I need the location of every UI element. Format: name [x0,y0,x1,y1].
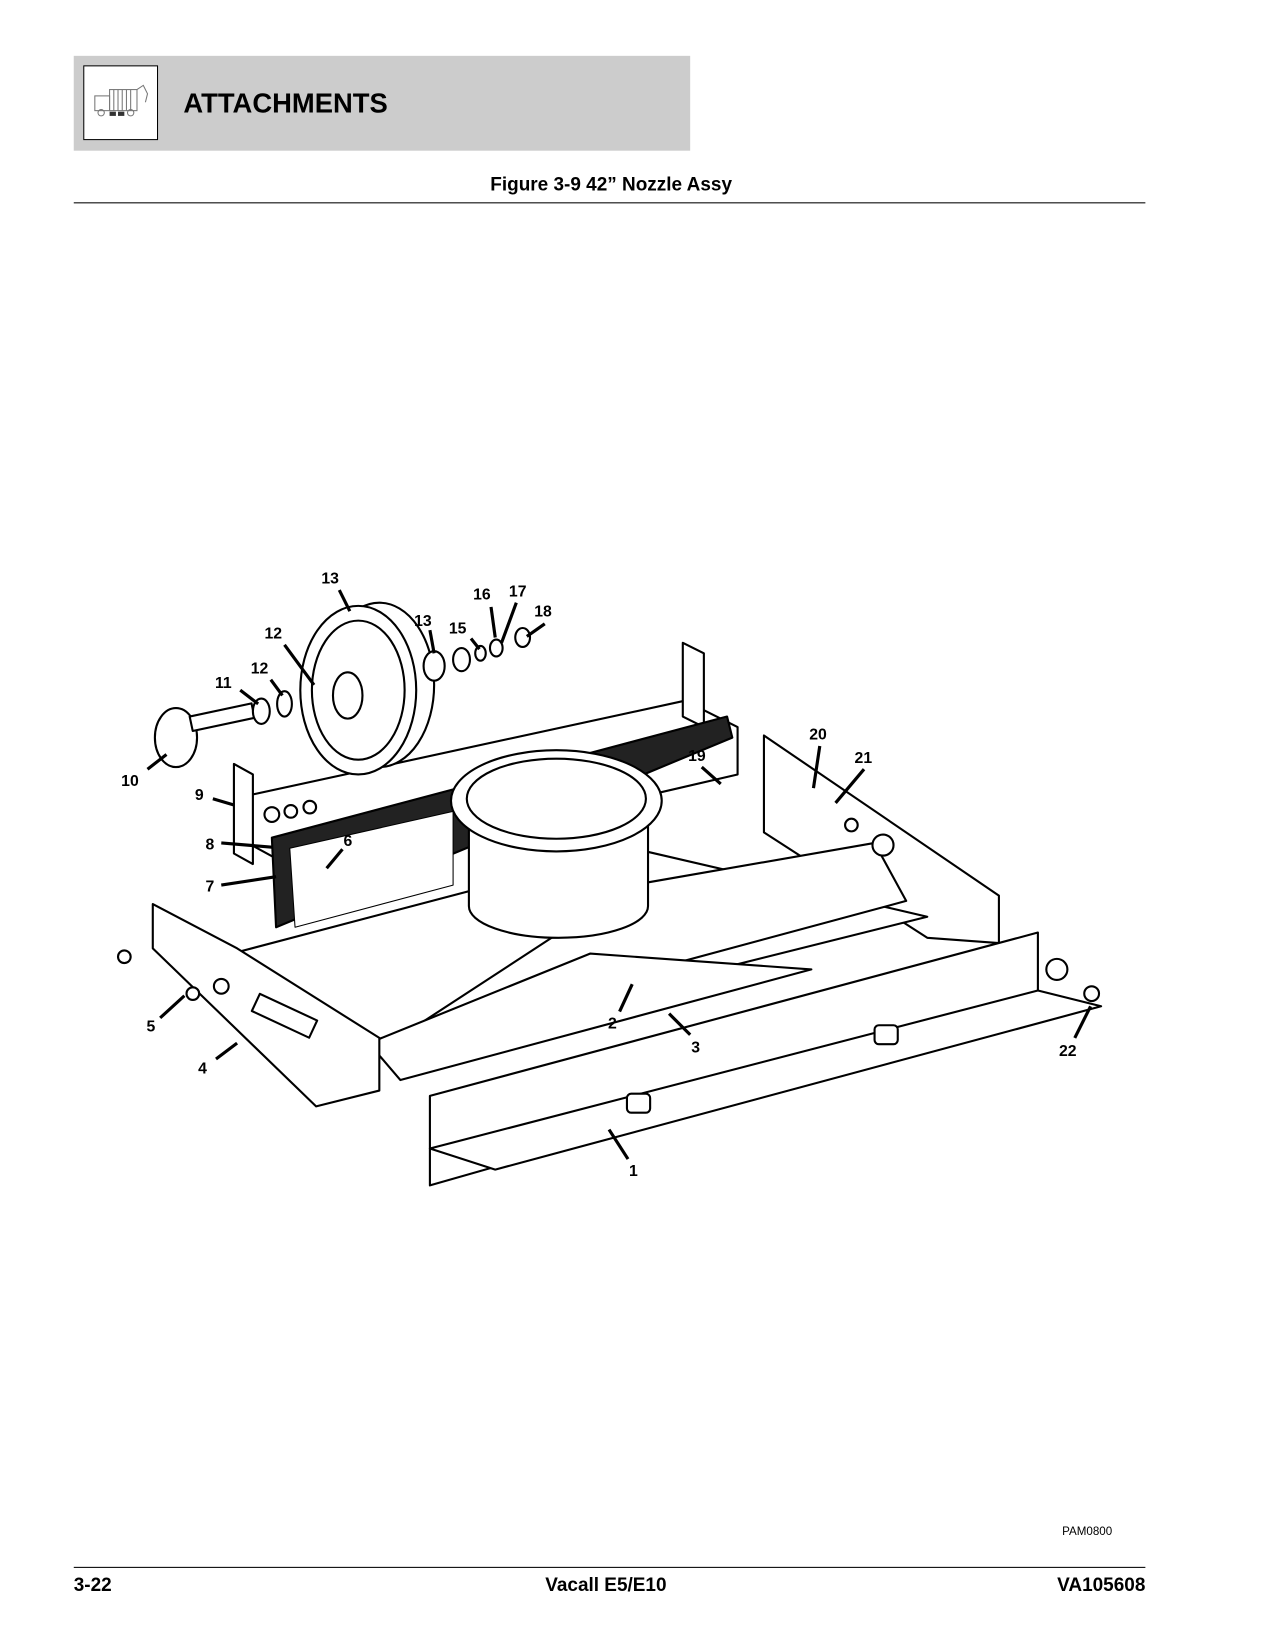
document-number: VA105608 [1057,1574,1146,1596]
callout-2: 2 [608,1015,617,1032]
rear-bracket [681,641,705,729]
callout-6: 6 [344,833,353,850]
callout-17: 17 [509,583,527,600]
callout-13-left: 12 [264,626,282,643]
nozzle-assembly-drawing: 13 12 13 12 11 10 9 8 7 6 5 4 15 16 17 1… [116,571,1103,1187]
skid-plate-2 [367,952,813,1082]
callout-13-right: 13 [414,613,432,630]
vacuum-truck-icon [83,65,159,141]
header-rule [73,202,1146,204]
callout-14: 13 [321,571,339,588]
callout-11: 11 [215,675,232,692]
callout-12: 12 [251,660,269,677]
drawing-code: PAM0800 [1062,1525,1113,1539]
callout-9: 9 [195,787,204,804]
footer-rule [73,1566,1146,1568]
callout-19: 19 [688,748,706,765]
callout-15: 15 [449,620,467,637]
callout-4: 4 [198,1061,207,1078]
callout-16: 16 [473,587,491,604]
leader-lines [146,589,1092,1160]
callout-10: 10 [121,773,139,790]
callout-3: 3 [691,1040,700,1057]
figure-title: Figure 3-9 42” Nozzle Assy [490,173,733,195]
product-name: Vacall E5/E10 [545,1574,667,1596]
callout-8: 8 [205,836,214,853]
callout-18: 18 [534,603,552,620]
callout-22: 22 [1059,1043,1077,1060]
callout-20: 20 [809,727,827,744]
axle-10 [153,707,199,769]
section-header: ATTACHMENTS [73,55,691,151]
callout-1: 1 [629,1163,638,1180]
page-number: 3-22 [73,1574,112,1596]
callout-7: 7 [205,878,214,895]
callout-5: 5 [146,1019,155,1036]
section-title: ATTACHMENTS [183,87,388,120]
callout-21: 21 [855,750,873,767]
bracket-9 [232,762,254,866]
